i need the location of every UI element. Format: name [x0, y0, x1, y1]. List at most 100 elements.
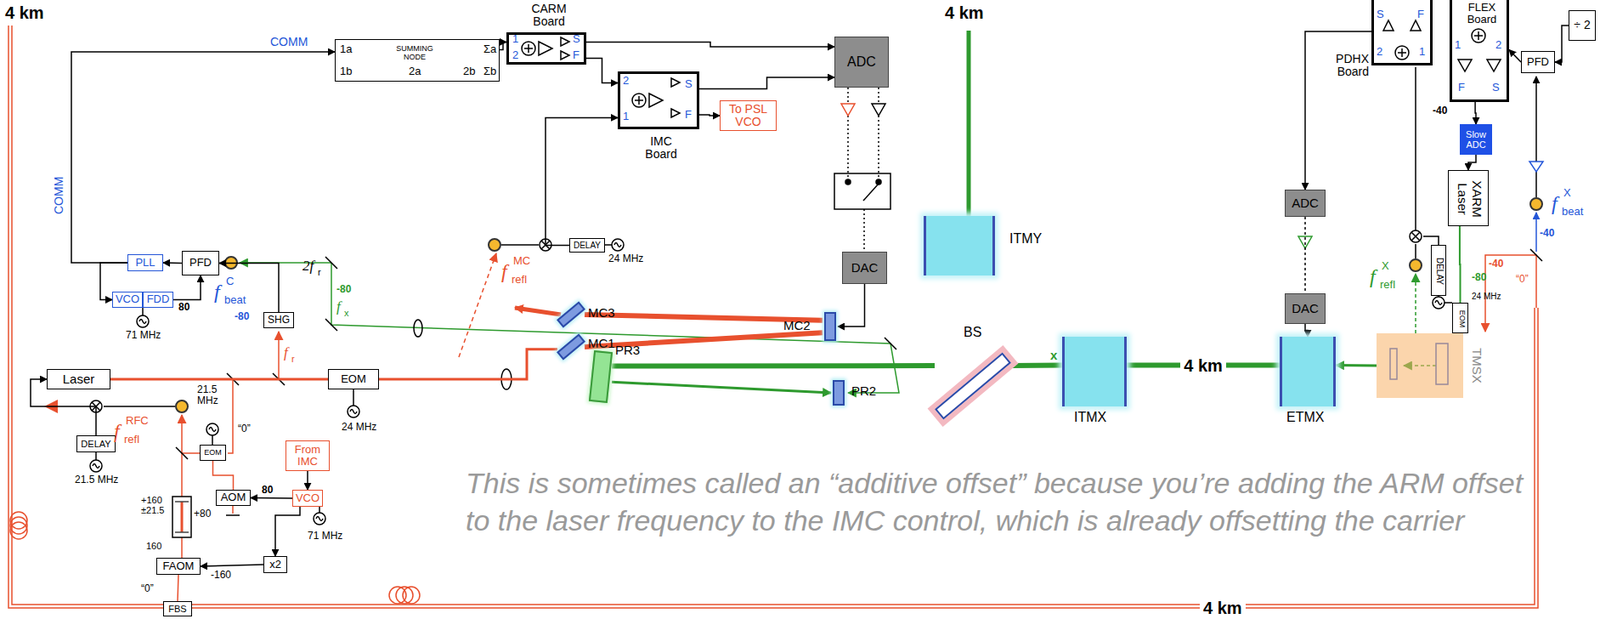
- eom-box: EOM: [1452, 302, 1469, 334]
- electronics-symbol: [1529, 161, 1544, 172]
- signal-label: 71 MHz: [125, 329, 161, 341]
- signal-label: 4 km: [5, 3, 45, 23]
- mirror: MC1: [557, 334, 585, 359]
- electronics-symbol: [1409, 230, 1422, 243]
- electronics-symbol: [1409, 259, 1422, 272]
- signal-label: 1: [1454, 39, 1461, 51]
- electronics-symbol: [96, 67, 1537, 513]
- signal-label: “0”: [1515, 273, 1529, 285]
- mirror: ITMY: [923, 215, 996, 276]
- electronics-symbol: [863, 183, 879, 201]
- node-text: 1a: [339, 43, 352, 56]
- vco-box: VCO: [112, 291, 143, 308]
- mirror: PR3: [589, 350, 612, 403]
- electronics-symbol: [175, 400, 188, 413]
- connector: [275, 506, 300, 556]
- node-text: From IMC: [288, 443, 328, 469]
- node-text: SUMMING NODE: [388, 45, 441, 63]
- laser-beam: [331, 262, 899, 393]
- connector: [837, 283, 866, 327]
- dac-box: DAC: [842, 251, 888, 284]
- optic-element: [175, 501, 189, 532]
- signal-label: 1: [622, 110, 629, 123]
- optic-element: [180, 501, 184, 532]
- signal-label: -40: [1539, 227, 1555, 239]
- signal-label: r: [317, 266, 322, 278]
- adc-box: ADC: [834, 36, 889, 88]
- node-text: TMSX: [1469, 347, 1485, 384]
- electronics-symbol: [206, 423, 219, 436]
- node-text: PDHX Board: [1324, 52, 1369, 80]
- electronics-symbol: [136, 315, 149, 328]
- signal-label: X: [1381, 260, 1390, 272]
- signal-label: 24 MHz: [608, 253, 644, 265]
- electronics-symbol: [834, 173, 891, 210]
- electronics-symbol: [845, 179, 851, 185]
- node-text: ITMY: [1009, 231, 1042, 247]
- node-text: DAC: [851, 260, 879, 276]
- dac-box: DAC: [1284, 293, 1326, 324]
- node-text: Σa: [483, 43, 497, 56]
- signal-label: -40: [1488, 258, 1504, 270]
- connector: [378, 349, 558, 379]
- optic-element: [413, 319, 423, 337]
- mirror-shape: [1279, 336, 1336, 407]
- signal-label: 1: [1419, 45, 1425, 58]
- signal-label: f: [336, 299, 341, 316]
- vco-box: VCO: [292, 489, 323, 507]
- mirror-shape: [588, 350, 613, 403]
- electronics-symbol: [488, 238, 501, 251]
- node-text: x2: [269, 558, 282, 571]
- electronics-symbol: [611, 238, 624, 251]
- divider-box: ÷ 2: [1568, 10, 1596, 41]
- node-text: Laser: [62, 372, 96, 387]
- electronics-symbol: [841, 103, 855, 116]
- signal-label: f: [214, 280, 221, 303]
- node-text: IMC Board: [635, 135, 687, 162]
- signal-label: +160 ±21.5: [141, 494, 172, 515]
- mirror-shape: [824, 311, 837, 341]
- signal-label: 2: [622, 74, 629, 87]
- connector: [586, 57, 618, 83]
- beam-splitter: BS: [934, 351, 1012, 420]
- mirror: ITMX: [1062, 336, 1127, 407]
- node-text: ETMX: [1286, 409, 1324, 425]
- connector: [1468, 154, 1476, 170]
- signal-label: -80: [336, 283, 351, 295]
- laser-beam: [1414, 273, 1417, 334]
- signal-label: r: [291, 353, 295, 364]
- signal-label: F: [1417, 8, 1425, 21]
- fiber: [10, 521, 28, 539]
- connector: [1474, 101, 1476, 125]
- edge-label: 4 km: [1180, 356, 1227, 375]
- electronics-symbol: [1432, 296, 1445, 309]
- laser-box: XARM Laser: [1447, 169, 1489, 227]
- fiber: [10, 516, 28, 534]
- electronics-symbol: [649, 78, 680, 118]
- signal-label: 160: [146, 540, 162, 551]
- pfd-box: PFD: [1520, 50, 1555, 74]
- electronics-symbol: [521, 41, 536, 56]
- signal-label: 80: [261, 484, 273, 496]
- signal-label: 4 km: [1199, 598, 1246, 617]
- signal-label: beat: [1561, 205, 1584, 218]
- node-text: EOM: [1457, 310, 1466, 328]
- signal-label: x: [1050, 348, 1058, 363]
- mirror-shape: [934, 351, 1012, 419]
- laser-beam: [966, 30, 972, 216]
- laser-beam: [227, 378, 233, 453]
- laser-beam: [514, 307, 561, 315]
- signal-label: 2: [1376, 45, 1383, 58]
- connector: [699, 77, 835, 89]
- node-text: ADC: [1291, 196, 1319, 211]
- laser-beam: [1535, 212, 1538, 252]
- input-box: From IMC: [285, 440, 330, 471]
- signal-label: C: [226, 275, 234, 288]
- electronics-symbol: [1395, 45, 1409, 60]
- node-text: DELAY: [1435, 257, 1445, 285]
- connector: [1554, 25, 1569, 63]
- delay-box: DELAY: [76, 435, 116, 453]
- signal-label: “0”: [141, 582, 154, 594]
- laser-beam: [458, 253, 497, 357]
- node-text: PR2: [851, 384, 877, 399]
